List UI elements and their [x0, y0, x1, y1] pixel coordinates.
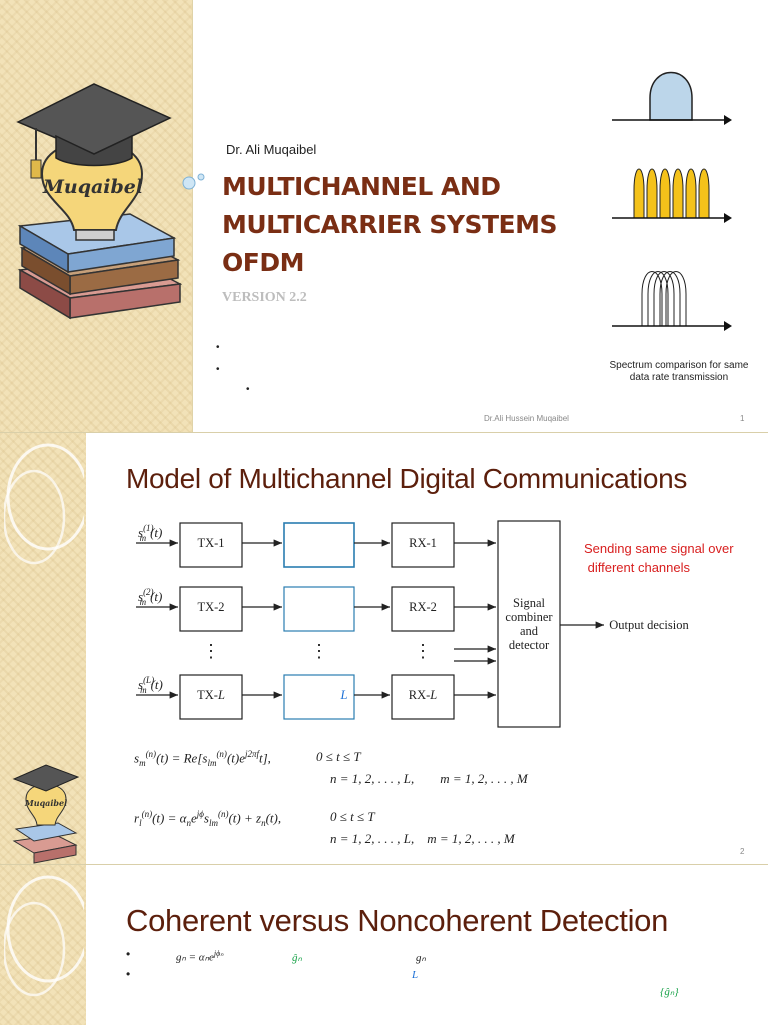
author-name: Dr. Ali Muqaibel	[226, 142, 317, 157]
bullet: •	[246, 384, 250, 395]
title-line: MULTICHANNEL AND	[222, 172, 501, 201]
slide-title: MULTICHANNEL AND MULTICARRIER SYSTEMS OF…	[222, 168, 602, 282]
channel-block	[283, 586, 355, 632]
bullet: •	[126, 967, 131, 981]
combiner-label: combiner	[505, 610, 553, 624]
tx-label: TX-2	[197, 600, 224, 614]
muqaibel-logo: Muqaibel	[16, 83, 182, 320]
rx-block	[391, 522, 455, 568]
slide-1: Muqaibel Dr. Ali Muqaibel MULTICHANNEL A…	[0, 0, 768, 432]
tx-block	[179, 674, 243, 720]
slide-title: Coherent versus Noncoherent Detection	[126, 903, 669, 938]
title-line: MULTICARRIER SYSTEMS	[222, 210, 557, 239]
bullet: •	[126, 947, 131, 961]
equation-1: sm(n)(t) = Re[slm(n)(t)ej2πft],	[134, 749, 271, 768]
single-carrier-spectrum	[612, 71, 732, 125]
gn-hat: ĝₙ	[292, 952, 302, 964]
rx-block	[391, 674, 455, 720]
vdots: ⋮	[202, 641, 220, 661]
gn-definition: gₙ = αₙejϕₙ	[176, 949, 224, 964]
tx-label: TX-1	[197, 536, 224, 550]
channel-index: L	[340, 688, 348, 702]
multicarrier-spectrum	[612, 168, 732, 223]
bullet: •	[216, 364, 220, 375]
bullet: •	[216, 342, 220, 353]
input-label: s(2)m(t)	[138, 587, 162, 607]
equation-2-range: 0 ≤ t ≤ T	[330, 809, 375, 824]
bamboo-background	[0, 865, 86, 1025]
vdots: ⋮	[414, 641, 432, 661]
spectrum-caption: Spectrum comparison for same data rate t…	[596, 360, 762, 384]
logo-text: Muqaibel	[42, 176, 143, 198]
equation-1-range: 0 ≤ t ≤ T	[316, 749, 361, 764]
slide-2: Model of Multichannel Digital Communicat…	[0, 432, 768, 865]
rx-block	[391, 586, 455, 632]
combiner-label: Signal	[513, 596, 545, 610]
caption-line: data rate transmission	[629, 372, 729, 383]
slide-title: Model of Multichannel Digital Communicat…	[126, 463, 688, 494]
input-label: s(1)m(t)	[138, 523, 162, 543]
version-label: VERSION 2.2	[222, 290, 307, 305]
ofdm-spectrum	[612, 271, 732, 331]
equation-1-indices: n = 1, 2, . . . , L, m = 1, 2, . . . , M	[330, 771, 528, 786]
vdots: ⋮	[310, 641, 328, 661]
divider	[192, 0, 193, 432]
caption-line: Spectrum comparison for same	[609, 360, 749, 371]
input-label: s(L)m(t)	[138, 675, 163, 695]
annotation-note: Sending same signal over different chann…	[584, 539, 734, 577]
tx-block	[179, 522, 243, 568]
muqaibel-logo: Muqaibel	[12, 764, 80, 864]
page-number: 2	[740, 847, 745, 856]
circle-decoration	[4, 875, 84, 997]
rx-label: RX-2	[409, 600, 437, 614]
gn-plain: gₙ	[416, 952, 426, 964]
channel-block	[283, 674, 355, 720]
slide-3: Coherent versus Noncoherent Detection • …	[0, 864, 768, 1025]
equation-2: rl(n)(t) = αnejϕslm(n)(t) + zn(t),	[134, 809, 282, 828]
gn-hat-set: {ĝₙ}	[660, 986, 679, 998]
tx-label: TX-L	[197, 688, 225, 702]
footer-author: Dr.Ali Hussein Muqaibel	[484, 414, 569, 423]
bubble-decoration	[182, 173, 205, 190]
equation-2-indices: n = 1, 2, . . . , L, m = 1, 2, . . . , M	[330, 831, 515, 846]
logo-text: Muqaibel	[24, 798, 67, 808]
L-symbol: L	[412, 969, 419, 981]
combiner-block	[497, 520, 561, 728]
note-line: Sending same signal over	[584, 541, 734, 556]
title-line: OFDM	[222, 248, 304, 277]
output-label: Output decision	[609, 618, 689, 632]
page-number: 1	[740, 414, 745, 423]
combiner-label: detector	[509, 638, 550, 652]
circle-decoration	[4, 443, 84, 565]
tx-block	[179, 586, 243, 632]
combiner-label: and	[520, 624, 539, 638]
channel-block	[283, 522, 355, 568]
note-line: different channels	[584, 560, 690, 575]
multichannel-block-diagram: s(1)m(t) s(2)m(t) s(L)m(t)	[136, 520, 689, 728]
rx-label: RX-L	[409, 688, 438, 702]
rx-label: RX-1	[409, 536, 437, 550]
